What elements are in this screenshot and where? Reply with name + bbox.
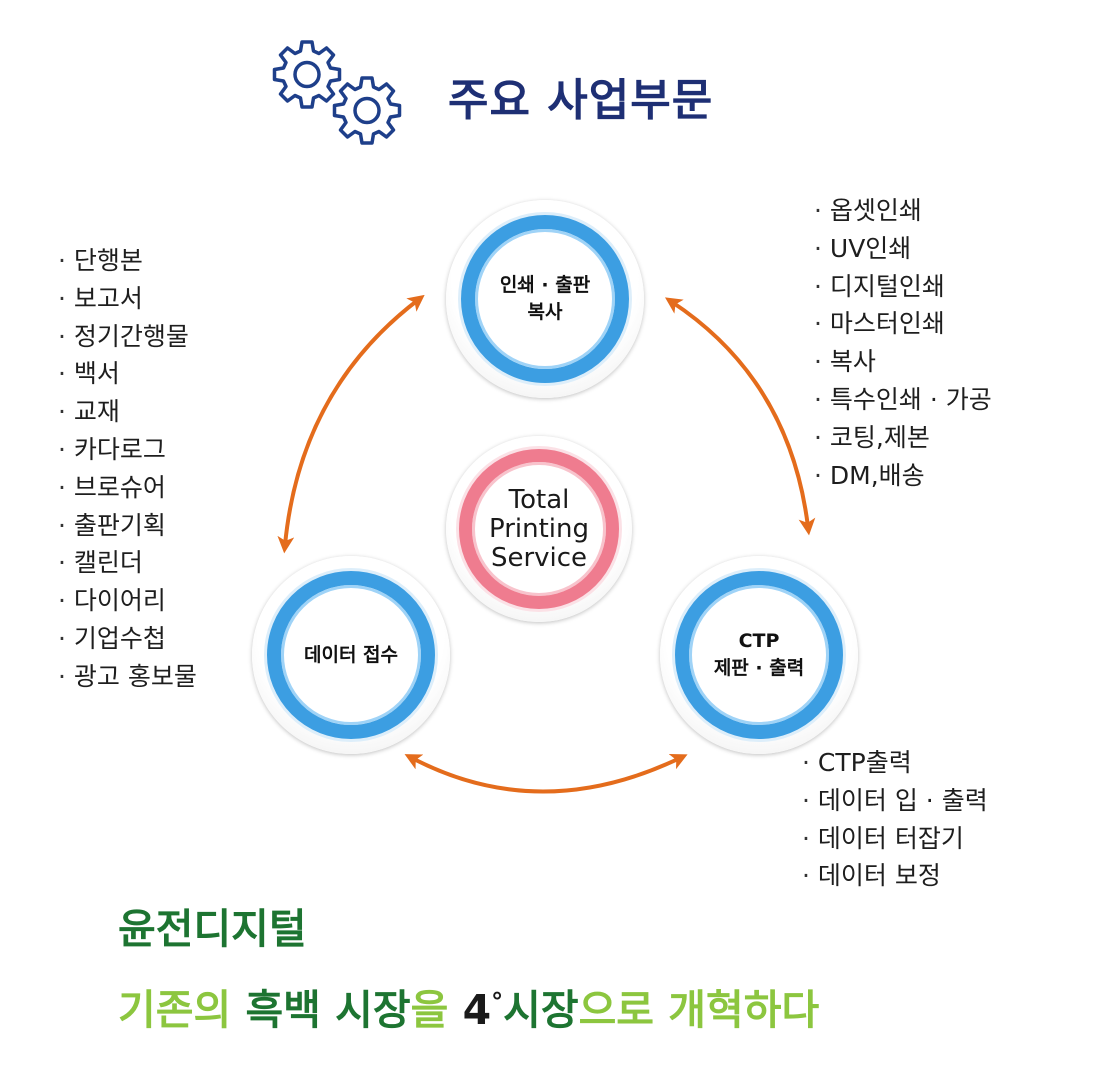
center-label-2: Printing	[488, 513, 589, 544]
arrow-right	[664, 297, 816, 536]
list-item: 교재	[58, 393, 197, 431]
list-item: 카다로그	[58, 431, 197, 469]
list-item: 기업수첩	[58, 620, 197, 658]
node-ctp: CTP 제판 · 출력	[660, 556, 858, 754]
slogan-part-1: 기존의	[118, 986, 246, 1034]
center-label-1: Total	[508, 484, 570, 515]
list-item: 옵셋인쇄	[814, 192, 992, 230]
gears-icon	[272, 40, 402, 145]
node-ctp-label-2: 제판 · 출력	[713, 657, 805, 679]
list-item: 다이어리	[58, 582, 197, 620]
slogan-part-4: 4	[462, 986, 492, 1034]
node-ctp-label-1: CTP	[738, 630, 780, 652]
list-item: 복사	[814, 343, 992, 381]
list-item: 특수인쇄 · 가공	[814, 381, 992, 419]
list-item: 단행본	[58, 242, 197, 280]
slogan: 기존의 흑백 시장을 4°시장으로 개혁하다	[118, 976, 819, 1036]
slogan-part-2: 흑백 시장	[245, 986, 411, 1034]
list-item: 정기간행물	[58, 318, 197, 356]
printing-service-list: 옵셋인쇄 UV인쇄 디지털인쇄 마스터인쇄 복사 특수인쇄 · 가공 코팅,제본…	[814, 192, 992, 494]
arrow-left	[277, 294, 425, 554]
list-item: DM,배송	[814, 457, 992, 495]
list-item: 코팅,제본	[814, 419, 992, 457]
node-total-printing-service: Total Printing Service	[446, 436, 632, 622]
slogan-part-6: 시장	[503, 986, 579, 1034]
slogan-part-7: 으로 개혁하다	[578, 986, 820, 1034]
page-title: 주요 사업부문	[448, 75, 714, 126]
node-data-reception: 데이터 접수	[252, 556, 450, 754]
node-print-publish: 인쇄 · 출판 복사	[446, 200, 644, 398]
company-name: 윤전디지털	[118, 905, 307, 953]
list-item: 보고서	[58, 280, 197, 318]
list-item: 데이터 터잡기	[802, 820, 988, 858]
list-item: 광고 홍보물	[58, 658, 197, 696]
list-item: 마스터인쇄	[814, 305, 992, 343]
list-item: 백서	[58, 355, 197, 393]
node-print-label-1: 인쇄 · 출판	[499, 274, 591, 296]
node-data-label: 데이터 접수	[303, 643, 398, 666]
slogan-degree: °	[491, 987, 504, 1016]
list-item: CTP출력	[802, 744, 988, 782]
arrow-bottom	[404, 754, 688, 794]
list-item: 데이터 보정	[802, 857, 988, 895]
list-item: 디지털인쇄	[814, 268, 992, 306]
list-item: UV인쇄	[814, 230, 992, 268]
node-print-label-2: 복사	[527, 301, 563, 323]
list-item: 브로슈어	[58, 469, 197, 507]
list-item: 캘린더	[58, 544, 197, 582]
ctp-service-list: CTP출력 데이터 입 · 출력 데이터 터잡기 데이터 보정	[802, 744, 988, 895]
slogan-part-3: 을	[410, 986, 463, 1034]
list-item: 출판기획	[58, 507, 197, 545]
center-label-3: Service	[490, 542, 588, 573]
list-item: 데이터 입 · 출력	[802, 782, 988, 820]
left-product-list: 단행본 보고서 정기간행물 백서 교재 카다로그 브로슈어 출판기획 캘린더 다…	[58, 242, 197, 696]
